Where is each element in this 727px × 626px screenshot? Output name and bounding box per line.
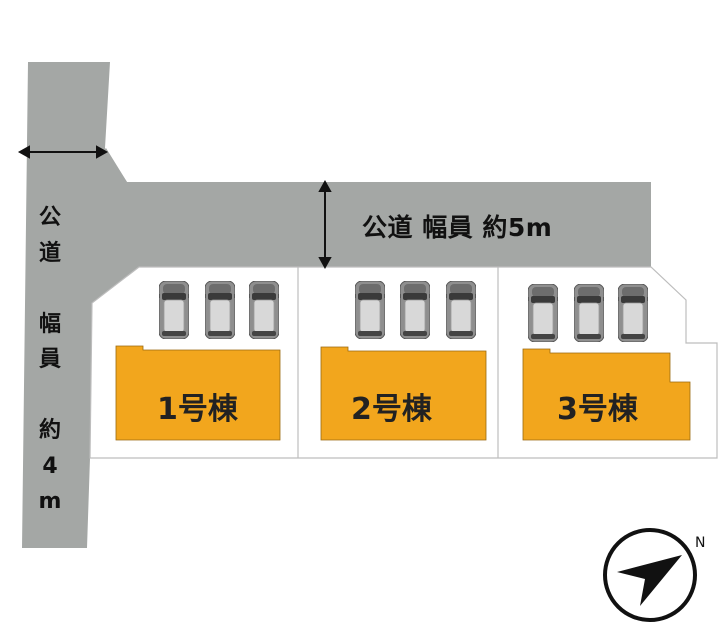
left-road-label: 公 道 幅 員 約 4 m xyxy=(30,200,70,520)
left-road-label-char: 幅 xyxy=(38,311,61,337)
road-left xyxy=(22,62,127,548)
left-road-label-char: 4 xyxy=(42,453,58,479)
car-3a xyxy=(528,284,558,342)
top-road-width-arrow xyxy=(318,179,332,270)
lot-3-label: 3号棟 xyxy=(557,392,638,427)
left-road-width-arrow xyxy=(17,145,109,159)
building-1 xyxy=(115,345,281,441)
left-road-label-char xyxy=(30,271,70,307)
left-road-label-char: 員 xyxy=(38,347,61,372)
left-road-label-char: 公 xyxy=(38,205,61,230)
left-road-label-char: m xyxy=(38,489,62,514)
left-road-label-char: 約 xyxy=(38,418,61,443)
left-road-label-char: 道 xyxy=(38,240,61,266)
car-2a xyxy=(355,281,385,339)
left-road-label-char xyxy=(30,378,70,414)
compass-north-label: N xyxy=(695,535,706,551)
car-3c xyxy=(618,284,648,342)
road-top xyxy=(92,148,651,303)
lot-2-label: 2号棟 xyxy=(351,392,432,427)
car-2b xyxy=(400,281,430,339)
building-3 xyxy=(522,348,691,441)
car-1a xyxy=(159,281,189,339)
top-road-label: 公道 幅員 約5m xyxy=(362,213,553,242)
car-1c xyxy=(249,281,279,339)
car-3b xyxy=(574,284,604,342)
car-2c xyxy=(446,281,476,339)
car-1b xyxy=(205,281,235,339)
compass-icon xyxy=(603,528,697,622)
building-2 xyxy=(320,346,487,441)
lot-1-label: 1号棟 xyxy=(157,392,238,427)
